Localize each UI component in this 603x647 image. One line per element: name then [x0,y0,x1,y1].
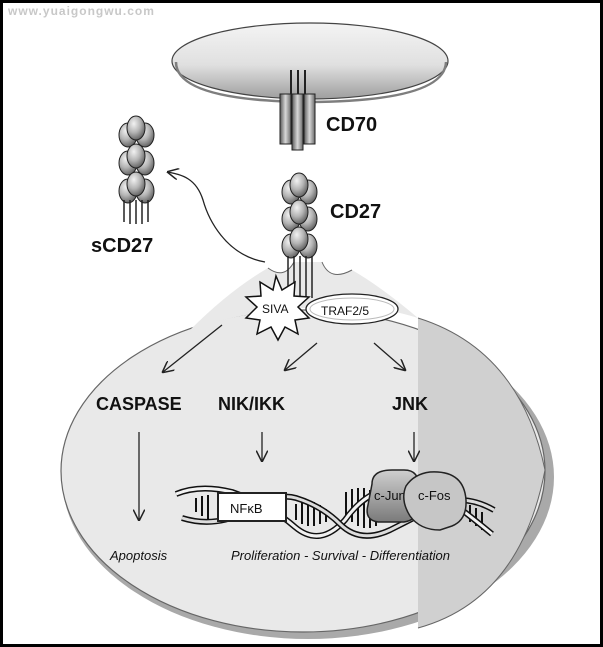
cfos-factor [403,471,467,531]
cjun-label: c-Jun [374,488,406,503]
scd27-label: sCD27 [91,235,153,257]
cd70-receptor [279,70,316,151]
cd70-label: CD70 [326,114,377,136]
cfos-label: c-Fos [418,488,451,503]
traf25-label: TRAF2/5 [321,304,369,318]
arrow-to-caspase [163,324,223,372]
lower-cell [60,261,554,639]
outcomes-label: Proliferation - Survival - Differentiati… [231,548,450,563]
arrow-to-jnk [373,342,405,370]
siva-starburst [244,273,311,342]
shedding-arrow [168,172,266,263]
traf25-adaptor [305,293,399,325]
cd27-receptor [281,172,318,300]
siva-label: SIVA [262,302,288,316]
scd27-molecule [118,115,155,224]
arrow-to-nik-ikk [285,342,318,370]
apoptosis-label: Apoptosis [109,548,168,563]
jnk-label: JNK [392,394,428,414]
watermark-text: www.yuaigongwu.com [7,4,155,18]
caspase-label: CASPASE [96,394,182,414]
nik-ikk-label: NIK/IKK [218,394,285,414]
cd27-label: CD27 [330,201,381,223]
nfkb-label: NFκB [230,501,263,516]
nfkb-box [217,492,287,522]
